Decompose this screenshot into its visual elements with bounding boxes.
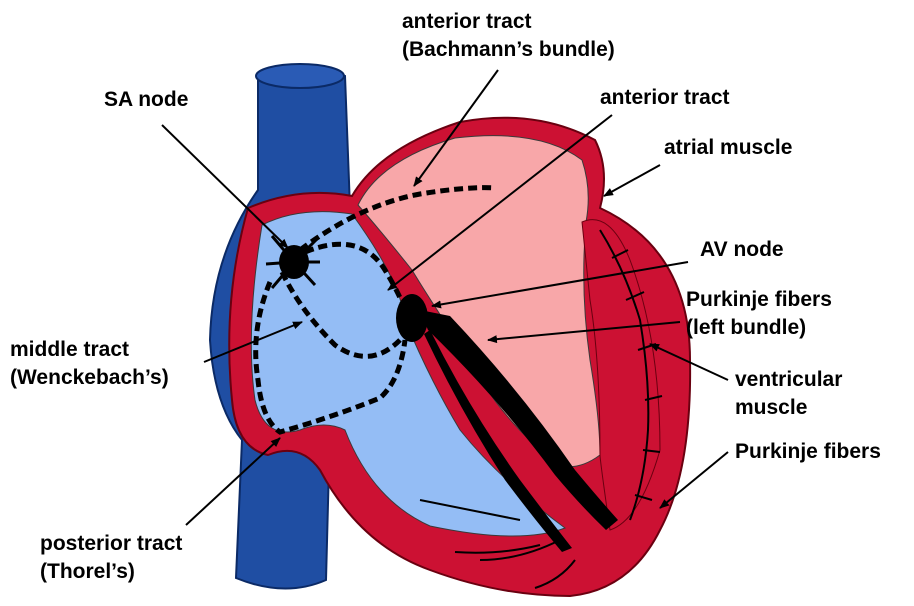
label-posterior-line2: (Thorel’s) bbox=[40, 560, 135, 583]
label-purkinje-left-line1: Purkinje fibers bbox=[686, 288, 832, 311]
label-purkinje-left-line2: (left bundle) bbox=[686, 316, 806, 339]
label-anterior-bachmann-line1: anterior tract bbox=[402, 10, 532, 33]
label-ventricular-line1: ventricular bbox=[735, 368, 842, 391]
label-purkinje-fibers: Purkinje fibers bbox=[735, 440, 881, 463]
label-ventricular-line2: muscle bbox=[735, 396, 807, 419]
label-sa-node: SA node bbox=[104, 88, 188, 111]
label-posterior-line1: posterior tract bbox=[40, 532, 182, 555]
label-av-node: AV node bbox=[700, 238, 784, 261]
label-anterior-bachmann-line2: (Bachmann’s bundle) bbox=[402, 38, 615, 61]
label-atrial-muscle: atrial muscle bbox=[664, 136, 792, 159]
label-anterior-tract: anterior tract bbox=[600, 86, 730, 109]
label-middle-line1: middle tract bbox=[10, 338, 129, 361]
label-middle-line2: (Wenckebach’s) bbox=[10, 366, 169, 389]
